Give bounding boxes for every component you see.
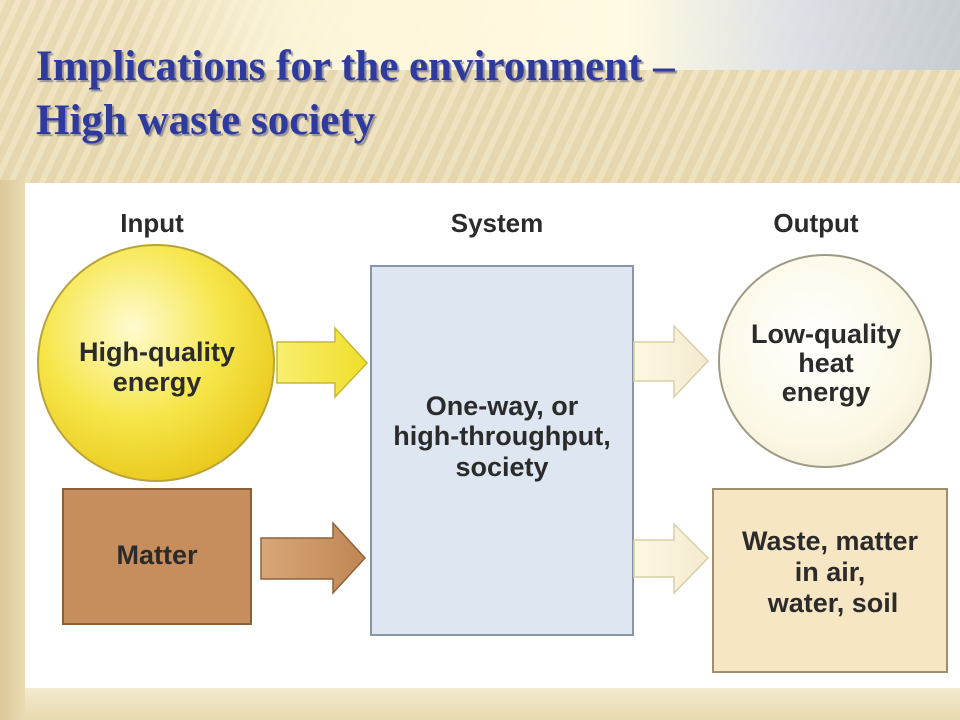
matter-input-arrow [260, 521, 367, 595]
input-energy-node: High-quality energy [37, 244, 275, 482]
title-line-1: Implications for the environment – [36, 43, 675, 90]
output-waste-label-1: Waste, matter [742, 526, 919, 556]
title-line-2: High waste society [36, 97, 376, 144]
header-output: Output [773, 208, 859, 238]
energy-input-arrow [276, 326, 369, 399]
title-banner [130, 0, 960, 70]
system-label-3: society [455, 452, 548, 482]
slide-title: Implications for the environment – High … [36, 40, 675, 148]
system-label-2: high-throughput, [393, 421, 610, 451]
header-system: System [451, 208, 544, 238]
panel-bottom-strip [25, 688, 960, 720]
output-waste-label-2: in air, [795, 557, 866, 587]
left-edge-texture [0, 180, 25, 720]
output-heat-label-3: energy [782, 377, 871, 407]
output-waste-label-3: water, soil [767, 588, 899, 618]
energy-output-arrow [633, 324, 710, 399]
input-matter-label: Matter [116, 540, 198, 570]
system-label-1: One-way, or [426, 391, 579, 421]
matter-output-arrow [633, 522, 710, 595]
input-matter-node: Matter [62, 488, 252, 625]
system-node: One-way, or high-throughput, society [370, 265, 634, 636]
input-energy-label-2: energy [113, 367, 202, 397]
output-heat-label-2: heat [798, 348, 854, 378]
output-heat-label-1: Low-quality [751, 319, 901, 349]
throughput-diagram: Input System Output High-quality energy … [37, 208, 948, 673]
output-waste-node: Waste, matter in air, water, soil [712, 488, 948, 673]
input-energy-label-1: High-quality [79, 337, 235, 367]
output-heat-node: Low-quality heat energy [718, 254, 932, 468]
header-input: Input [120, 208, 184, 238]
